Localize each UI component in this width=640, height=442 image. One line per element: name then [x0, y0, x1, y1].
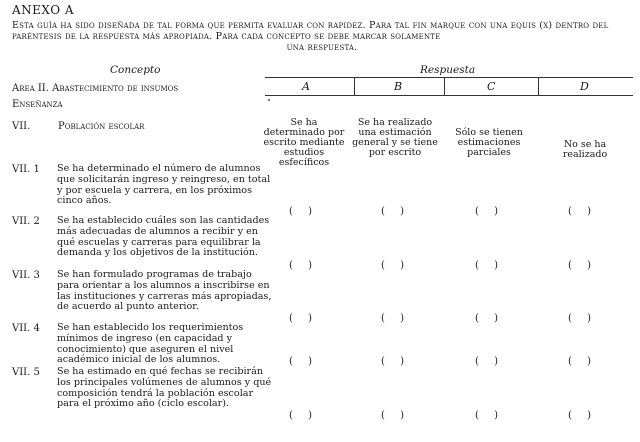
answer-a-1[interactable]: ( ) [289, 206, 318, 217]
answer-b-2[interactable]: ( ) [381, 260, 410, 271]
option-b-label: Se ha realizado una estimación general y… [352, 117, 438, 158]
item-text: Se han establecido los requerimientos mí… [57, 322, 244, 366]
answer-c-2[interactable]: ( ) [475, 260, 504, 271]
area-label: Area II. Abastecimiento de insumos [12, 83, 179, 94]
instructions: Esta guía ha sido diseñada de tal forma … [12, 20, 632, 53]
answer-a-2[interactable]: ( ) [289, 260, 318, 271]
instructions-text-end: una respuesta. [286, 42, 358, 53]
item-text: Se han formulado programas de trabajo pa… [57, 269, 272, 313]
section-number: VII. [12, 121, 31, 132]
option-d-label: No se ha realizado [562, 139, 608, 160]
header-rule-bottom [265, 95, 633, 96]
column-letter-b: B [394, 80, 403, 93]
concept-header: Concepto [110, 64, 161, 76]
item-number: VII. 2 [12, 216, 40, 227]
item-number: VII. 4 [12, 323, 40, 334]
answer-b-1[interactable]: ( ) [381, 206, 410, 217]
answer-a-5[interactable]: ( ) [289, 410, 318, 421]
answer-a-4[interactable]: ( ) [289, 356, 318, 367]
item-number: VII. 1 [12, 164, 40, 175]
answer-c-4[interactable]: ( ) [475, 356, 504, 367]
item-text: Se ha estimado en qué fechas se recibirá… [57, 366, 272, 410]
instructions-text: Esta guía ha sido diseñada de tal forma … [12, 20, 609, 42]
column-divider [444, 77, 445, 95]
column-letter-a: A [302, 80, 310, 93]
item-number: VII. 5 [12, 367, 40, 378]
item-text: Se ha establecido cuáles son las cantida… [57, 215, 270, 259]
answer-d-2[interactable]: ( ) [568, 260, 597, 271]
answer-d-3[interactable]: ( ) [568, 313, 597, 324]
answer-d-4[interactable]: ( ) [568, 356, 597, 367]
response-header: Respuesta [420, 64, 476, 76]
answer-d-1[interactable]: ( ) [568, 206, 597, 217]
column-divider [538, 77, 539, 95]
option-a-label: Se ha determinado por escrito mediante e… [263, 117, 345, 168]
header-rule-top [265, 77, 633, 78]
answer-c-1[interactable]: ( ) [475, 206, 504, 217]
section-title: Población escolar [58, 121, 145, 132]
answer-b-3[interactable]: ( ) [381, 313, 410, 324]
answer-d-5[interactable]: ( ) [568, 410, 597, 421]
column-divider [354, 77, 355, 95]
column-letter-d: D [580, 80, 589, 93]
item-text: Se ha determinado el número de alumnos q… [57, 163, 271, 207]
answer-a-3[interactable]: ( ) [289, 313, 318, 324]
annex-title: ANEXO A [12, 3, 75, 17]
column-letter-c: C [487, 80, 496, 93]
subarea-label: Enseñanza [12, 99, 63, 110]
answer-b-5[interactable]: ( ) [381, 410, 410, 421]
answer-c-5[interactable]: ( ) [475, 410, 504, 421]
option-c-label: Sólo se tienen estimaciones parciales [455, 127, 523, 158]
answer-b-4[interactable]: ( ) [381, 356, 410, 367]
item-number: VII. 3 [12, 270, 40, 281]
answer-c-3[interactable]: ( ) [475, 313, 504, 324]
speck [268, 99, 270, 101]
